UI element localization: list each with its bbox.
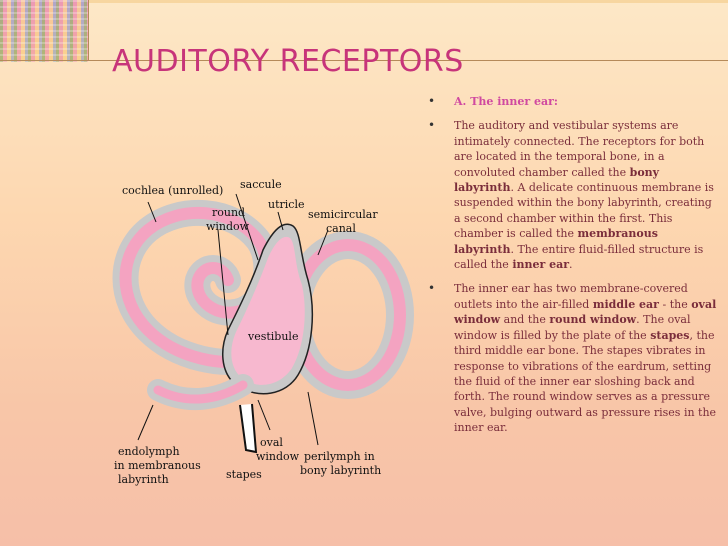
- bullet-item-2: • The auditory and vestibular systems ar…: [426, 118, 720, 272]
- lower-duct-membranous: [153, 380, 248, 404]
- label-endolymph-2: in membranous: [114, 459, 201, 472]
- bullet-3-text-0: The inner ear has two membrane-covered o…: [454, 282, 688, 311]
- label-endolymph-1: endolymph: [118, 445, 180, 458]
- label-semicircular-1: semicircular: [308, 208, 378, 221]
- label-semicircular-2: canal: [326, 222, 356, 235]
- label-oval-1: oval: [260, 436, 283, 449]
- label-vestibule: vestibule: [247, 330, 298, 343]
- bullet-3-text-8: , the third middle ear bone. The stapes …: [454, 328, 717, 435]
- bullet-3-text-2: - the: [658, 297, 692, 311]
- label-utricle: utricle: [268, 198, 304, 211]
- label-oval-2: window: [256, 450, 300, 463]
- bullet-marker: •: [428, 281, 436, 296]
- bullet-3-oval-window: oval window: [454, 297, 717, 327]
- label-stapes: stapes: [226, 468, 262, 481]
- bullet-2-text-4: . The entire fluid-filled structure is c…: [454, 242, 704, 272]
- label-round-window-2: window: [206, 220, 250, 233]
- bullet-3-round-window: round window: [549, 313, 637, 327]
- label-cochlea: cochlea (unrolled): [122, 184, 223, 197]
- bullet-2-inner-ear: inner ear: [512, 258, 570, 272]
- label-endolymph-3: labyrinth: [118, 473, 169, 486]
- vertical-divider: [88, 0, 89, 60]
- bullet-2-text-0: The auditory and vestibular systems are …: [454, 119, 705, 179]
- stapes-shape: [239, 403, 258, 454]
- bullet-3-text-6: . The oval window is filled by the plate…: [454, 313, 691, 342]
- slide-title: AUDITORY RECEPTORS: [112, 44, 464, 79]
- cochlea-membranous: [119, 206, 273, 369]
- bullet-3-middle-ear: middle ear: [592, 297, 659, 311]
- horizontal-divider: [0, 60, 728, 61]
- label-round-window-1: round: [212, 206, 245, 219]
- top-border-line: [88, 0, 728, 3]
- bullet-2-membranous-labyrinth: membranous labyrinth: [454, 227, 658, 256]
- bullet-heading: A. The inner ear:: [454, 95, 558, 108]
- bullet-2-text-6: .: [569, 258, 573, 272]
- bullet-marker: •: [428, 118, 436, 133]
- bullet-3-stapes: stapes: [650, 328, 690, 342]
- inner-ear-diagram: cochlea (unrolled) saccule utricle round…: [108, 160, 418, 520]
- bullet-3-text-4: and the: [500, 313, 550, 327]
- vestibule-membranous: [231, 236, 305, 385]
- inner-ear-diagram-svg: cochlea (unrolled) saccule utricle round…: [112, 178, 414, 486]
- label-perilymph-1: perilymph in: [304, 450, 375, 463]
- bullet-marker: •: [428, 94, 436, 108]
- label-saccule: saccule: [240, 178, 282, 191]
- decorative-color-strip: [0, 0, 88, 62]
- bullet-list: • A. The inner ear: • The auditory and v…: [426, 94, 720, 445]
- bullet-item-3: • The inner ear has two membrane-covered…: [426, 281, 720, 435]
- bullet-2-bony-labyrinth: bony labyrinth: [454, 165, 660, 195]
- bullet-2-text-2: . A delicate continuous membrane is susp…: [454, 181, 714, 241]
- label-perilymph-2: bony labyrinth: [300, 464, 381, 477]
- bullet-item-1: • A. The inner ear:: [426, 94, 720, 109]
